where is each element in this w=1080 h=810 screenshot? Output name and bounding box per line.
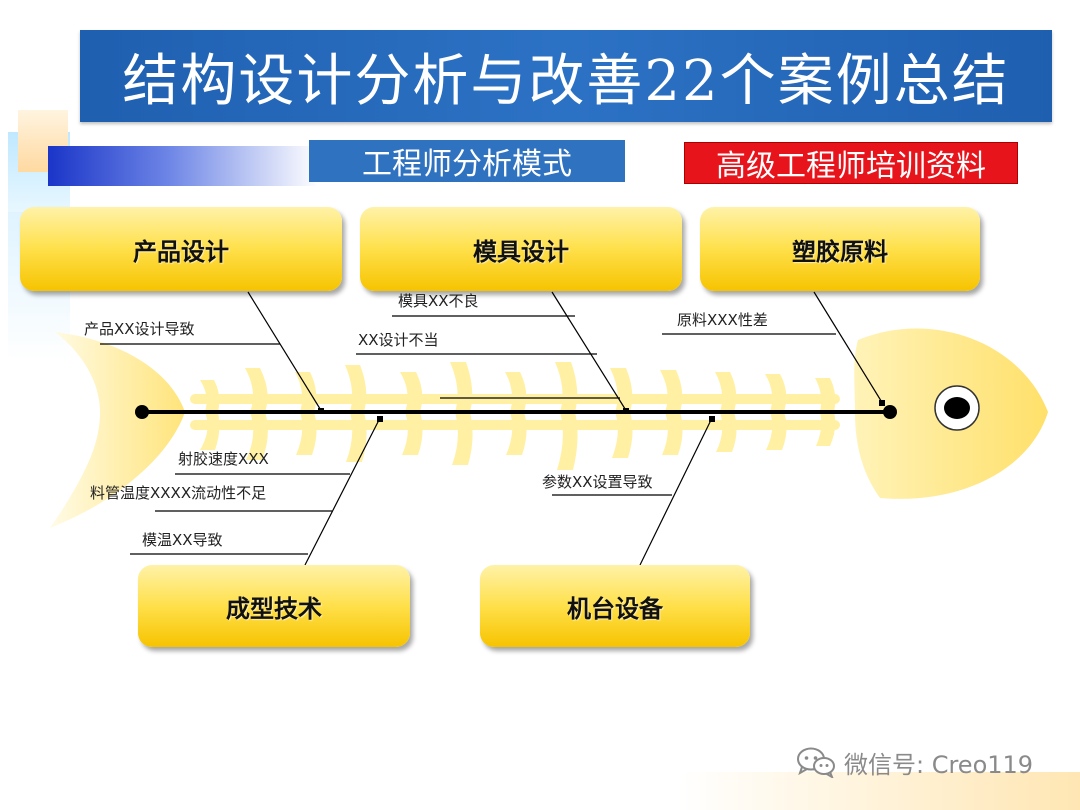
- category-molding-tech: 成型技术: [138, 565, 410, 647]
- branch-product-design: [247, 291, 323, 413]
- category-plastic-material: 塑胶原料: [700, 207, 980, 291]
- cause-barrel-temp-flow: 料管温度XXXX流动性不足: [90, 484, 266, 502]
- spine-marker-4: [709, 416, 715, 422]
- cause-product-xx-design: 产品XX设计导致: [84, 320, 195, 338]
- branch-plastic-material: [813, 291, 884, 405]
- subtitle-engineer-analysis-mode: 工程师分析模式: [309, 140, 625, 182]
- branch-molding-tech: [304, 417, 381, 566]
- fish-eye-pupil: [944, 397, 970, 419]
- wechat-icon: [797, 747, 835, 778]
- spine-marker-1: [318, 408, 324, 414]
- category-mold-design: 模具设计: [360, 207, 682, 291]
- page-title: 结构设计分析与改善22个案例总结: [122, 48, 1010, 114]
- cause-mold-temp-xx: 模温XX导致: [142, 531, 223, 549]
- decorative-blue-gradient-bar: [48, 146, 318, 186]
- branch-machine-equipment: [639, 417, 713, 566]
- wechat-watermark: 微信号: Creo119: [796, 745, 1033, 779]
- spine-head-dot: [883, 405, 897, 419]
- cause-xx-design-improper: XX设计不当: [358, 331, 439, 349]
- spine-marker-3: [623, 408, 629, 414]
- fish-tail-shape: [50, 332, 185, 528]
- spine-marker-2: [377, 416, 383, 422]
- title-banner: 结构设计分析与改善22个案例总结: [80, 30, 1052, 122]
- spine-marker-5: [879, 400, 885, 406]
- branch-mold-design: [551, 291, 628, 413]
- cause-param-xx-setting: 参数XX设置导致: [542, 473, 653, 491]
- fish-rib-bones: [190, 362, 840, 470]
- cause-injection-speed: 射胶速度XXX: [178, 450, 269, 468]
- wechat-id-label: 微信号: Creo119: [844, 750, 1034, 779]
- category-product-design: 产品设计: [20, 207, 342, 291]
- cause-material-xxx-poor: 原料XXX性差: [677, 311, 768, 329]
- category-machine-equipment: 机台设备: [480, 565, 750, 647]
- spine-tail-dot: [135, 405, 149, 419]
- footer-gradient-strip: [680, 772, 1080, 810]
- subtitle-senior-engineer-training: 高级工程师培训资料: [684, 142, 1018, 184]
- cause-mold-xx-defect: 模具XX不良: [398, 292, 479, 310]
